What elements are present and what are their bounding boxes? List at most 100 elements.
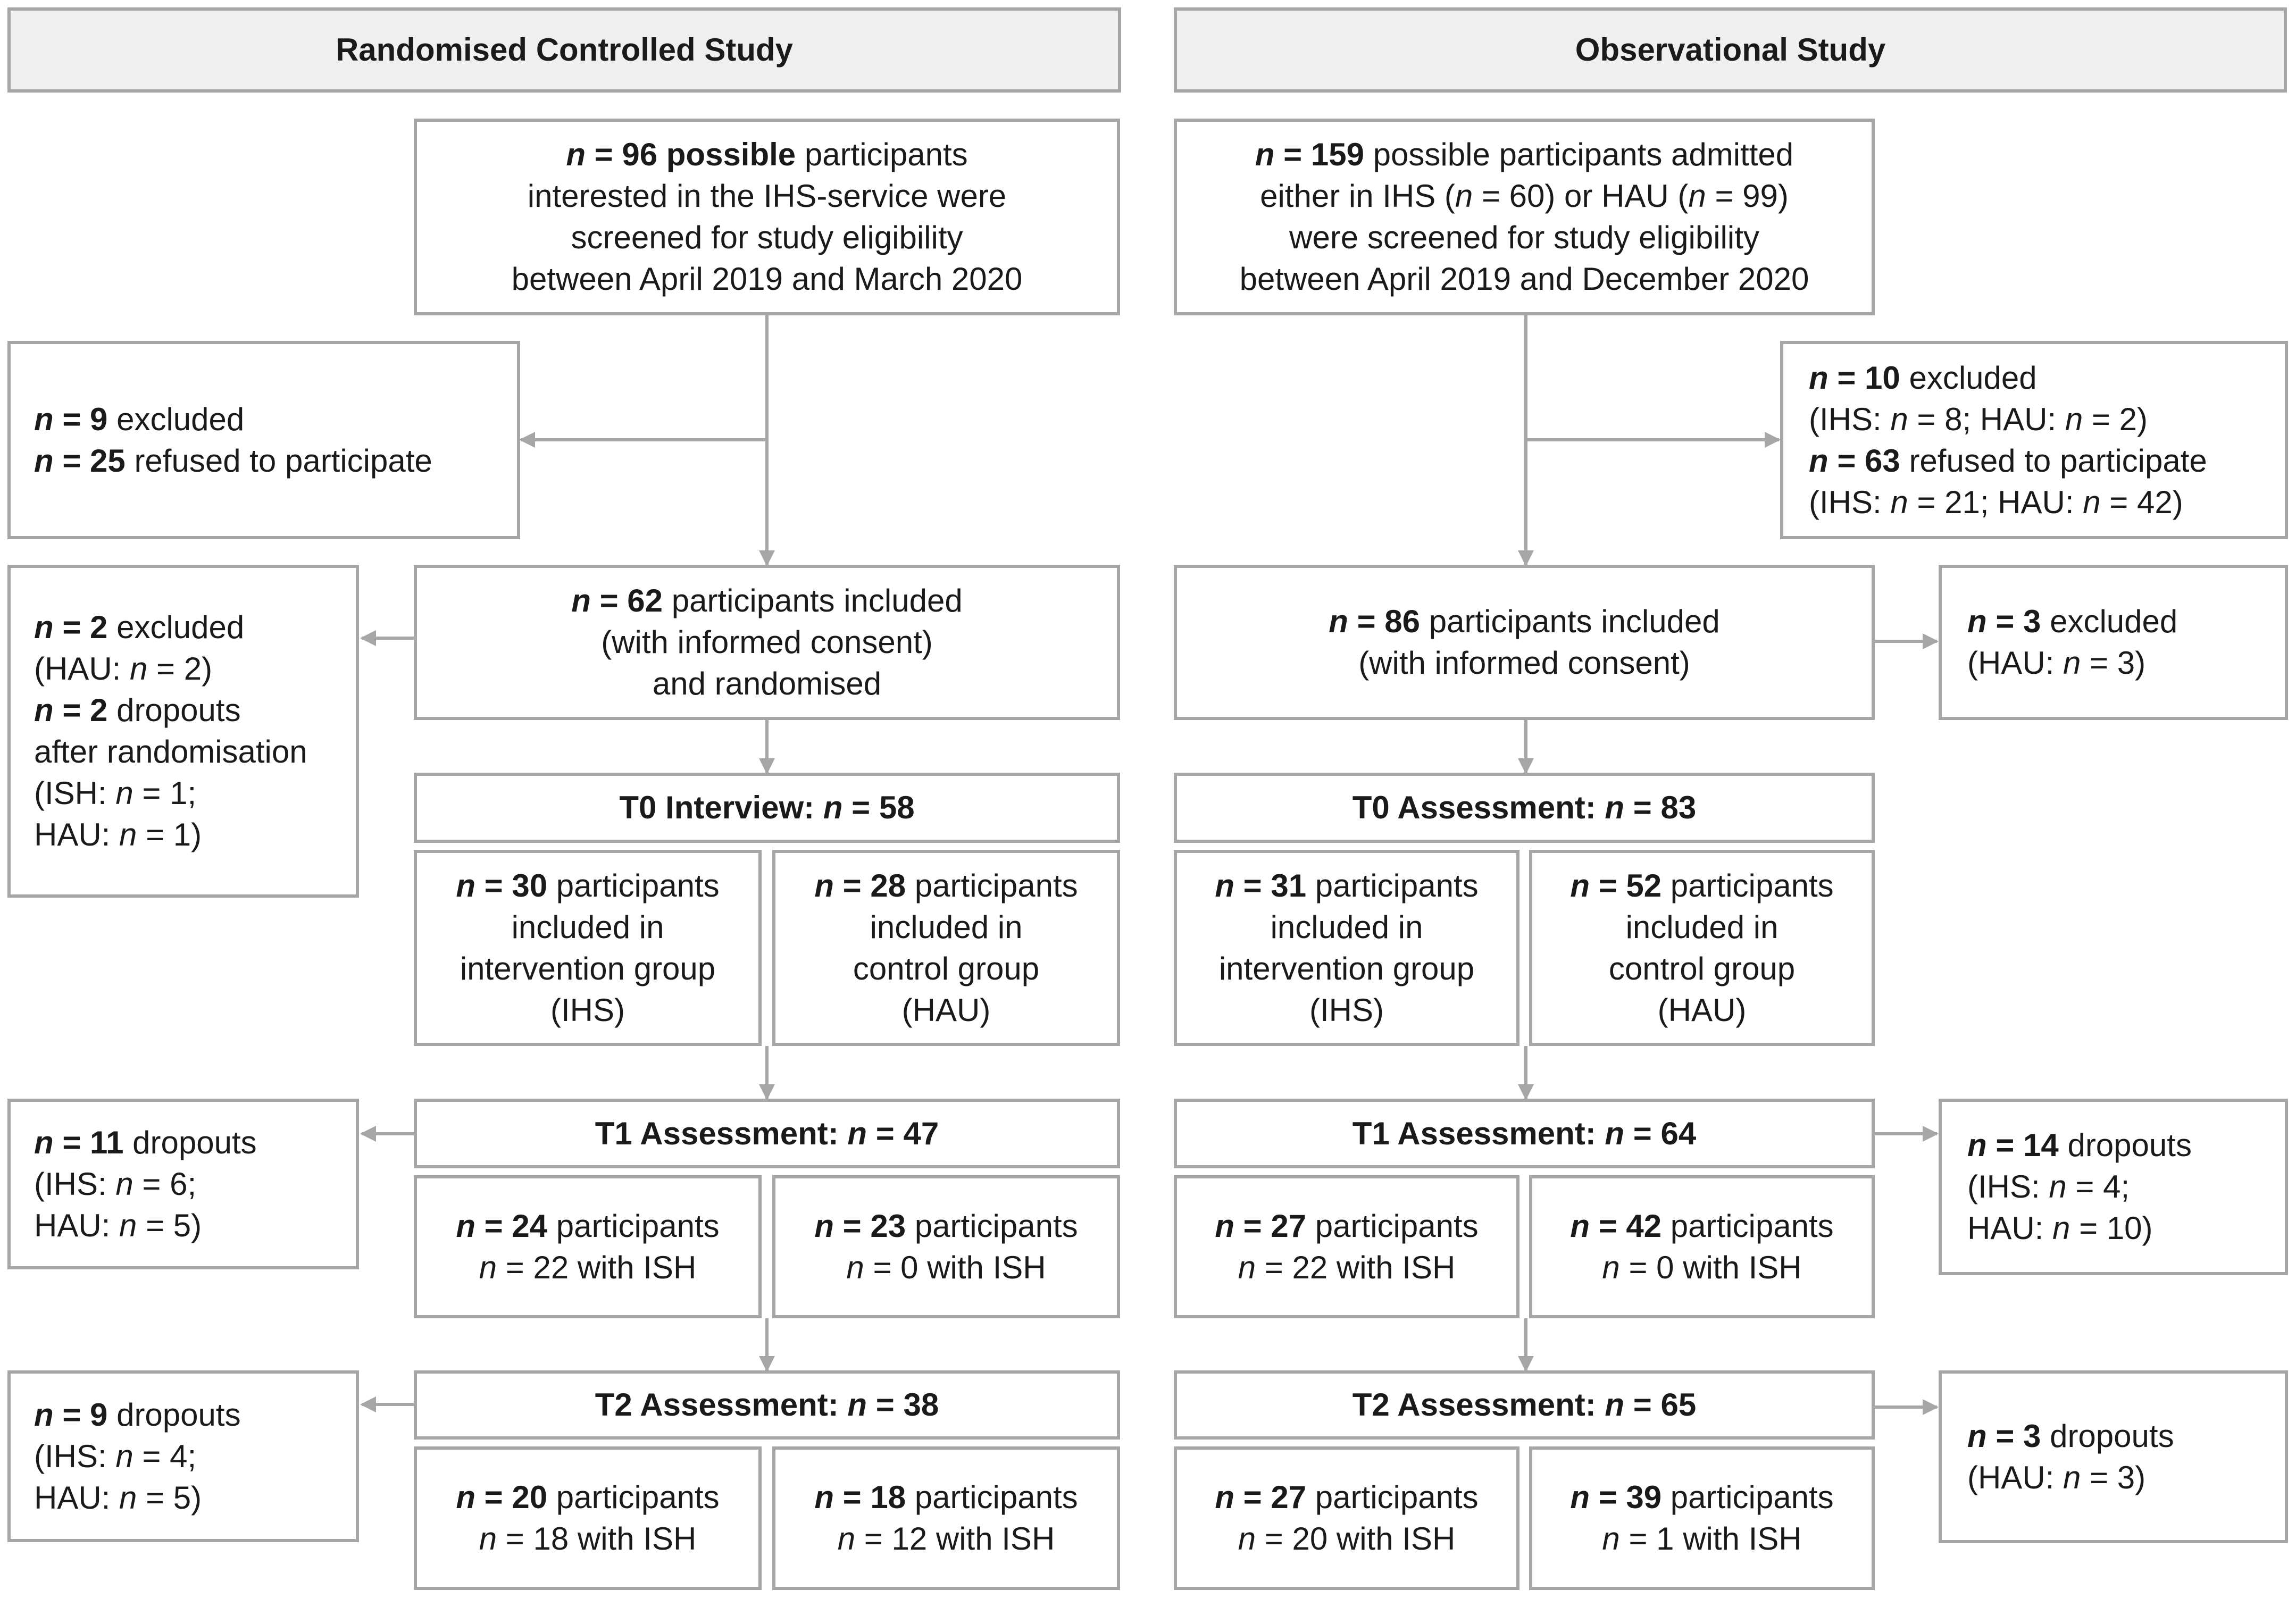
text-run: = 83 <box>1624 790 1697 825</box>
text-run: = 3) <box>2081 1459 2146 1495</box>
text-run: n <box>814 1208 834 1244</box>
text-run: n <box>814 1479 834 1515</box>
text-run: HAU: <box>34 1479 120 1516</box>
text-run: n <box>119 817 137 852</box>
text-run: = 6; <box>133 1166 197 1202</box>
text-line: intervention group <box>1219 948 1474 990</box>
text-line: intervention group <box>460 948 715 990</box>
text-line: T1 Assessment: n = 64 <box>1352 1113 1696 1154</box>
text-run: = 47 <box>867 1115 939 1151</box>
text-line: T2 Assessment: n = 65 <box>1352 1384 1696 1426</box>
text-run: = 2) <box>147 651 213 687</box>
text-run: (ISH: <box>34 775 116 811</box>
text-run: n <box>130 651 148 687</box>
text-run: = 60) or HAU ( <box>1473 178 1689 214</box>
text-run: = 58 <box>842 790 915 825</box>
text-run: T2 Assessment: <box>595 1387 848 1423</box>
text-run: = 9 <box>53 1396 108 1433</box>
text-run: n <box>1967 1418 1987 1454</box>
text-line: (IHS: n = 4; <box>1967 1166 2130 1208</box>
text-run: between April 2019 and March 2020 <box>511 261 1023 297</box>
text-run: n <box>1215 1479 1235 1515</box>
text-run: = 5) <box>137 1207 202 1243</box>
text-run: were screened for study eligibility <box>1289 220 1759 255</box>
text-run: refused to participate <box>125 442 432 479</box>
text-run: control group <box>853 950 1040 986</box>
text-line: n = 18 with ISH <box>479 1518 697 1560</box>
text-run: included in <box>1625 909 1779 945</box>
text-line: included in <box>1271 907 1423 948</box>
text-run: n <box>1570 1479 1590 1515</box>
text-run: n <box>34 1396 54 1433</box>
text-run: (with informed consent) <box>601 624 933 660</box>
text-run: n <box>1809 442 1829 479</box>
text-line: interested in the IHS-service were <box>528 175 1006 217</box>
text-run: participants <box>547 867 720 903</box>
text-line: T0 Assessment: n = 83 <box>1352 787 1696 829</box>
text-run: = 20 with ISH <box>1256 1521 1456 1557</box>
text-run: = 1) <box>137 817 202 852</box>
text-run: = 4; <box>133 1438 197 1474</box>
text-run: = 8; HAU: <box>1908 401 2065 437</box>
text-run: = 30 <box>475 867 548 903</box>
text-run: = 31 <box>1234 867 1307 903</box>
text-line: n = 18 participants <box>814 1477 1078 1518</box>
text-run: dropouts <box>2041 1418 2174 1454</box>
text-run: n <box>1602 1249 1620 1285</box>
obs-t0-box: T0 Assessment: n = 83 <box>1174 773 1875 843</box>
text-line: between April 2019 and December 2020 <box>1240 258 1809 300</box>
text-run: n <box>1570 1208 1590 1244</box>
text-run: n <box>847 1115 867 1151</box>
text-run: refused to participate <box>1900 442 2207 479</box>
text-run: intervention group <box>1218 950 1475 986</box>
text-run: = 0 with ISH <box>1619 1249 1802 1285</box>
text-run: = 2 <box>53 692 108 728</box>
text-line: control group <box>1609 948 1795 990</box>
text-run: n <box>1605 1115 1625 1151</box>
text-run: = 159 <box>1274 137 1365 172</box>
text-run: n <box>2083 484 2101 520</box>
text-run: = 22 with ISH <box>1256 1249 1456 1285</box>
text-run: = 14 <box>1986 1127 2059 1163</box>
text-line: (with informed consent) <box>1358 642 1690 684</box>
text-run: (IHS: <box>1809 401 1891 437</box>
text-run: included in <box>870 909 1023 945</box>
text-line: (IHS: n = 4; <box>34 1436 196 1477</box>
text-run: between April 2019 and December 2020 <box>1239 261 1809 297</box>
text-run: n <box>119 1479 137 1516</box>
obs-excluded-after-box: n = 3 excluded(HAU: n = 3) <box>1939 565 2288 720</box>
rct-t2-dropouts-box: n = 9 dropouts(IHS: n = 4;HAU: n = 5) <box>7 1370 359 1542</box>
text-run: participants <box>906 1208 1078 1244</box>
text-run: = 39 <box>1590 1479 1662 1515</box>
text-line: n = 3 excluded <box>1967 601 2177 642</box>
obs-included-box: n = 86 participants included(with inform… <box>1174 565 1875 720</box>
text-run: (with informed consent) <box>1358 645 1690 681</box>
text-line: n = 28 participants <box>814 865 1078 907</box>
text-line: n = 27 participants <box>1215 1477 1478 1518</box>
text-run: = 96 possible <box>585 137 796 172</box>
text-line: (with informed consent) <box>601 622 933 663</box>
text-run: n <box>823 790 843 825</box>
text-line: (HAU: n = 2) <box>34 648 212 690</box>
text-run: (IHS: <box>1967 1169 2049 1204</box>
text-run: dropouts <box>107 692 241 728</box>
text-run: either in IHS ( <box>1260 178 1455 214</box>
text-run: participants <box>1662 1479 1834 1515</box>
text-run: = 3) <box>2081 645 2146 681</box>
text-run: participants <box>906 1479 1078 1515</box>
text-line: n = 0 with ISH <box>1602 1247 1801 1289</box>
text-run: n <box>1602 1521 1620 1557</box>
text-line: (HAU: n = 3) <box>1967 1457 2145 1499</box>
text-line: n = 10 excluded <box>1809 357 2037 399</box>
text-run: participants <box>547 1208 720 1244</box>
text-run: = 2) <box>2083 401 2148 437</box>
text-run: possible participants admitted <box>1364 137 1794 172</box>
text-run: n <box>34 1124 54 1160</box>
text-run: n <box>34 609 54 645</box>
